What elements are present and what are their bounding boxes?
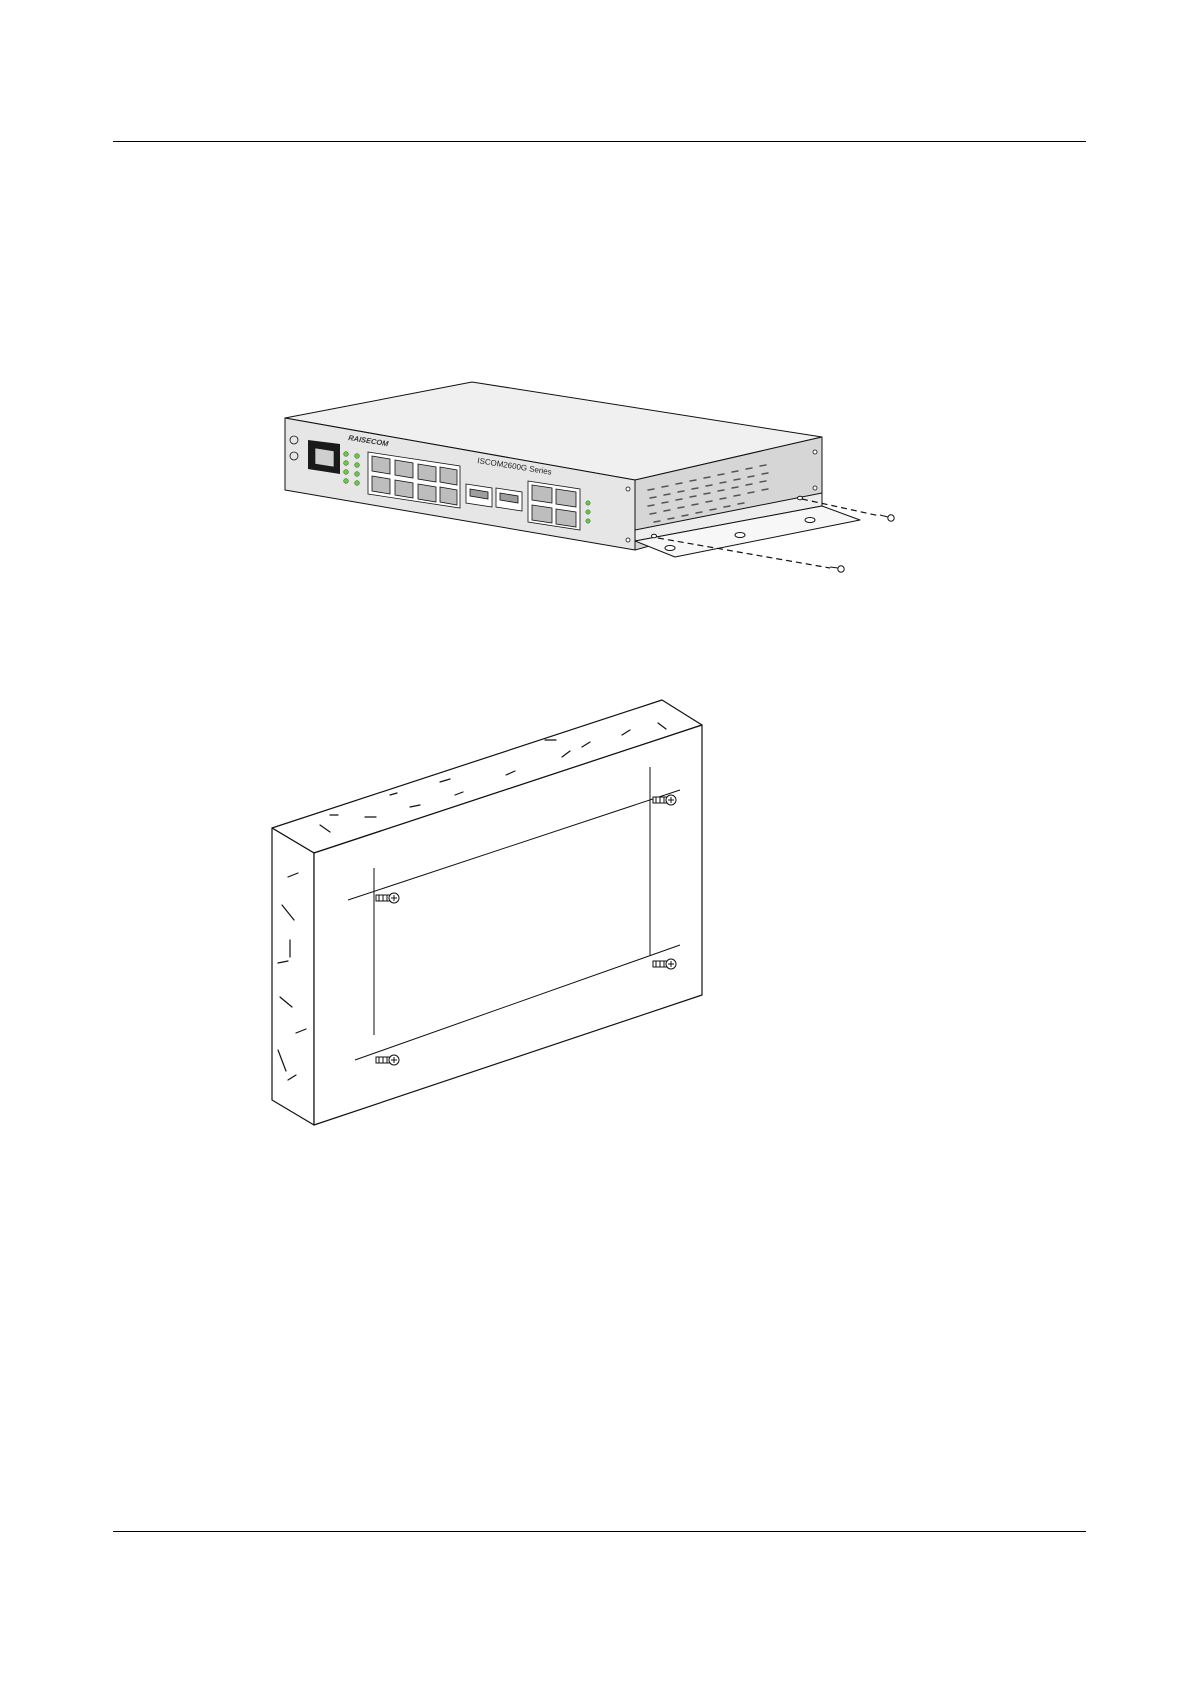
screw-icon (653, 959, 676, 969)
screw-icon (830, 566, 844, 572)
led-indicators-right (586, 501, 590, 523)
rj45-ports-right (528, 481, 580, 530)
power-socket-icon (308, 440, 340, 474)
footer-rule (113, 1531, 1086, 1532)
header-rule (113, 141, 1086, 142)
screw-icon (653, 795, 676, 805)
screw-icon (376, 893, 399, 903)
screw-icon (880, 515, 894, 521)
wall-mounting-screws-illustration (270, 735, 770, 1155)
screw-icon (376, 1055, 399, 1065)
switch-bracket-illustration: RAISECOM ISCOM2600G Series (270, 370, 970, 590)
wall-side-face (272, 828, 314, 1125)
